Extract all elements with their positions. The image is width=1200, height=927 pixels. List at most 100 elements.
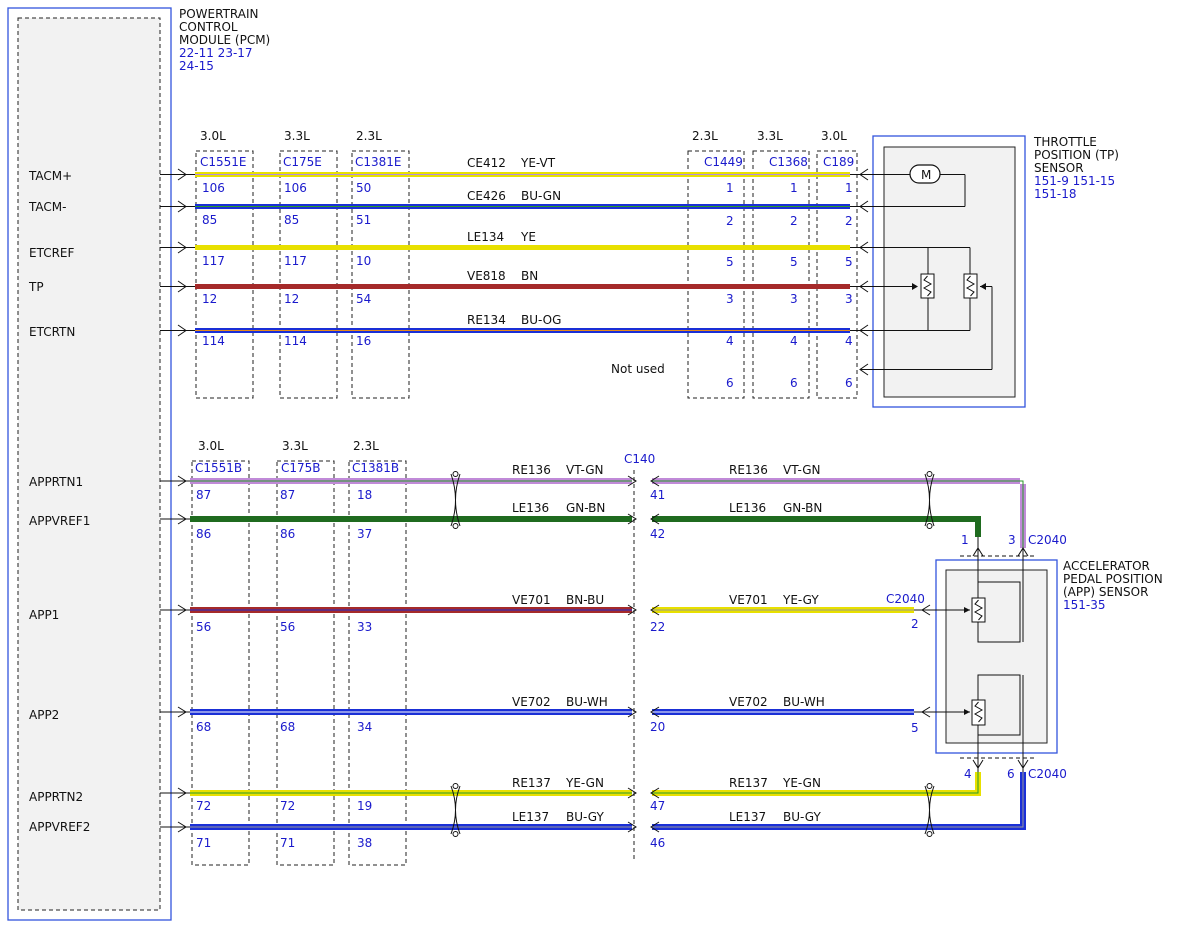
connector-name[interactable]: C2040	[1028, 533, 1067, 547]
svg-text:ACCELERATOR: ACCELERATOR	[1063, 559, 1150, 573]
svg-text:18: 18	[357, 488, 372, 502]
wire-ve818[interactable]	[195, 284, 850, 289]
pin-label-apprtn2: APPRTN2	[29, 790, 83, 804]
svg-text:(APP) SENSOR: (APP) SENSOR	[1063, 585, 1148, 599]
app-sensor-circuit	[914, 537, 1036, 772]
app-ref-link[interactable]: 151-35	[1063, 598, 1106, 612]
svg-text:VE702: VE702	[512, 695, 551, 709]
svg-text:37: 37	[357, 527, 372, 541]
connector-name[interactable]: C1449	[704, 155, 743, 169]
svg-text:BU-OG: BU-OG	[521, 313, 561, 327]
connector-name[interactable]: C140	[624, 452, 655, 466]
connector-name[interactable]: C175E	[283, 155, 322, 169]
connector-name[interactable]: C1381B	[352, 461, 399, 475]
svg-text:2: 2	[845, 214, 853, 228]
svg-text:3: 3	[1008, 533, 1016, 547]
connector-c175e	[279, 150, 338, 399]
pin-label-app2: APP2	[29, 708, 59, 722]
svg-text:33: 33	[357, 620, 372, 634]
wire-ve702[interactable]	[190, 709, 914, 715]
svg-text:12: 12	[202, 292, 217, 306]
connector-c1551e	[195, 150, 254, 399]
pin-label-appvref1: APPVREF1	[29, 514, 90, 528]
svg-text:4: 4	[790, 334, 798, 348]
svg-text:3: 3	[726, 292, 734, 306]
svg-text:BU-GY: BU-GY	[783, 810, 821, 824]
svg-text:56: 56	[196, 620, 211, 634]
svg-text:5: 5	[911, 721, 919, 735]
svg-text:71: 71	[196, 836, 211, 850]
top-wire-labels: CE412 YE-VT CE426 BU-GN LE134 YE VE818 B…	[467, 156, 665, 376]
svg-text:2: 2	[790, 214, 798, 228]
pin-label-etcrtn: ETCRTN	[29, 325, 75, 339]
pcm-ref-link[interactable]: 24-15	[179, 59, 214, 73]
pin-label-app1: APP1	[29, 608, 59, 622]
svg-text:GN-BN: GN-BN	[783, 501, 822, 515]
svg-text:19: 19	[357, 799, 372, 813]
connector-c189	[816, 150, 858, 399]
svg-text:71: 71	[280, 836, 295, 850]
svg-text:1: 1	[961, 533, 969, 547]
motor-icon: M	[909, 164, 941, 184]
tp-ref-link[interactable]: 151-18	[1034, 187, 1077, 201]
connector-name[interactable]: C2040	[886, 592, 925, 606]
wire-le136[interactable]	[190, 516, 981, 537]
svg-text:YE-GN: YE-GN	[782, 776, 821, 790]
wire-le137[interactable]	[190, 772, 1026, 830]
wire-re136[interactable]	[190, 478, 1026, 548]
wire-ce426[interactable]	[195, 204, 850, 209]
connector-name[interactable]: C1551E	[200, 155, 247, 169]
svg-text:72: 72	[196, 799, 211, 813]
pin-label-tacm-plus: TACM+	[28, 169, 72, 183]
svg-text:5: 5	[845, 255, 853, 269]
svg-text:3.0L: 3.0L	[198, 439, 224, 453]
connector-name[interactable]: C175B	[281, 461, 321, 475]
c2040-labels: 1 3 C2040 C2040 2 5 4 6 C2040	[886, 533, 1067, 781]
bottom-pin-numbers: 87 86 56 68 72 71 87 86 56 68 72 71 18 3…	[196, 488, 665, 850]
wire-le134[interactable]	[195, 245, 850, 250]
wire-re137[interactable]	[190, 772, 981, 796]
svg-text:117: 117	[202, 254, 225, 268]
svg-text:2: 2	[911, 617, 919, 631]
connector-c140: C140	[624, 452, 655, 860]
svg-text:2.3L: 2.3L	[353, 439, 379, 453]
engine-label: 3.3L	[757, 129, 783, 143]
app-potentiometer-2-icon	[964, 699, 986, 726]
svg-text:87: 87	[280, 488, 295, 502]
svg-text:106: 106	[284, 181, 307, 195]
connector-name[interactable]: C1551B	[195, 461, 242, 475]
svg-text:BU-GN: BU-GN	[521, 189, 561, 203]
svg-text:51: 51	[356, 213, 371, 227]
wire-ve701[interactable]	[190, 607, 914, 613]
svg-text:85: 85	[202, 213, 217, 227]
connector-name[interactable]: C189	[823, 155, 854, 169]
connector-c1381e	[351, 150, 410, 399]
svg-text:4: 4	[845, 334, 853, 348]
tp-ref-link[interactable]: 151-9 151-15	[1034, 174, 1115, 188]
wire-re134[interactable]	[195, 328, 850, 333]
top-right-pin-numbers: 1 2 5 3 4 6 1 2 5 3 4 6 1 2 5 3 4 6	[726, 181, 853, 390]
svg-text:SENSOR: SENSOR	[1034, 161, 1084, 175]
engine-label: 3.0L	[821, 129, 847, 143]
svg-text:YE: YE	[520, 230, 536, 244]
svg-text:POWERTRAIN: POWERTRAIN	[179, 7, 259, 21]
connector-name[interactable]: C1381E	[355, 155, 402, 169]
svg-text:LE134: LE134	[467, 230, 504, 244]
svg-text:1: 1	[845, 181, 853, 195]
svg-text:VE818: VE818	[467, 269, 506, 283]
twisted-pair-icon	[450, 471, 935, 837]
tp-sensor-title: THROTTLE POSITION (TP) SENSOR 151-9 151-…	[1033, 135, 1119, 201]
svg-text:POSITION (TP): POSITION (TP)	[1034, 148, 1119, 162]
pcm-ref-link[interactable]: 22-11 23-17	[179, 46, 253, 60]
svg-text:RE134: RE134	[467, 313, 506, 327]
engine-label: 2.3L	[692, 129, 718, 143]
connector-name[interactable]: C2040	[1028, 767, 1067, 781]
svg-text:10: 10	[356, 254, 371, 268]
wire-ce412[interactable]	[195, 172, 850, 177]
svg-text:VT-GN: VT-GN	[566, 463, 603, 477]
svg-text:22: 22	[650, 620, 665, 634]
svg-text:56: 56	[280, 620, 295, 634]
svg-text:VE701: VE701	[729, 593, 768, 607]
svg-text:VE702: VE702	[729, 695, 768, 709]
connector-name[interactable]: C1368	[769, 155, 808, 169]
